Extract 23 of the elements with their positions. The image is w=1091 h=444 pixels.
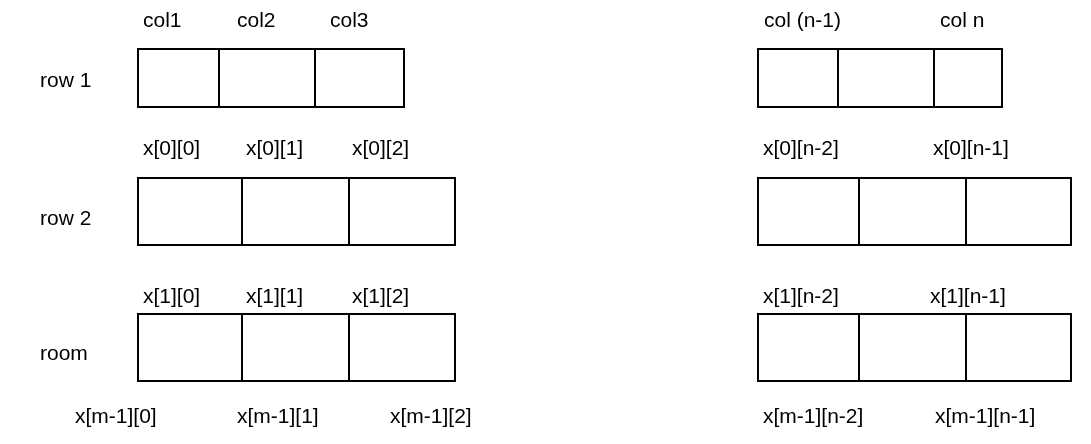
element-label: x[1][2] [352, 284, 410, 308]
column-label: col2 [237, 8, 276, 32]
element-label: x[m-1][2] [390, 404, 472, 428]
row-label: room [40, 341, 88, 365]
element-label: x[m-1][1] [237, 404, 319, 428]
element-label: x[1][1] [246, 284, 304, 308]
element-label: x[m-1][n-1] [935, 404, 1036, 428]
column-label: col1 [143, 8, 182, 32]
element-label: x[m-1][0] [75, 404, 157, 428]
element-label: x[0][n-2] [763, 136, 839, 160]
element-label: x[1][n-2] [763, 284, 839, 308]
row-label: row 2 [40, 206, 92, 230]
column-label: col3 [330, 8, 369, 32]
element-label: x[m-1][n-2] [763, 404, 864, 428]
column-label: col (n-1) [764, 8, 842, 32]
element-label: x[0][1] [246, 136, 304, 160]
element-label: x[0][2] [352, 136, 410, 160]
element-label: x[1][n-1] [930, 284, 1006, 308]
element-label: x[0][0] [143, 136, 201, 160]
row-label: row 1 [40, 68, 92, 92]
element-label: x[0][n-1] [933, 136, 1009, 160]
element-label: x[1][0] [143, 284, 201, 308]
column-label: col n [940, 8, 985, 32]
